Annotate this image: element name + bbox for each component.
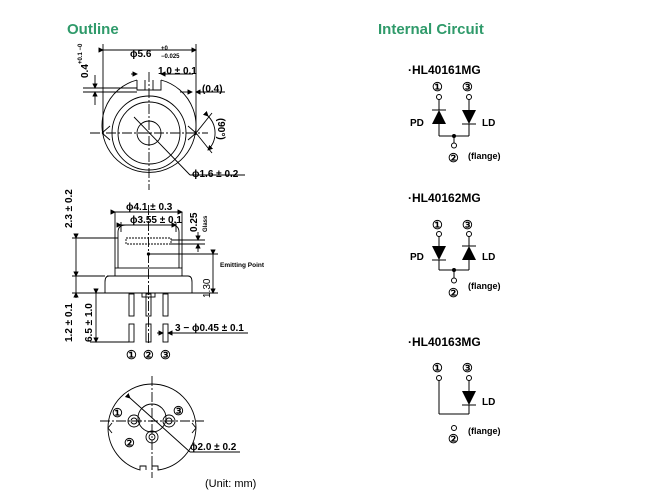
- model-name: ·HL40163MG: [408, 335, 481, 349]
- dim-pin-circle-dia: ϕ2.0 ± 0.2: [190, 442, 237, 453]
- side-view: [72, 205, 248, 345]
- dim-flange-thickness: 1.2 ± 0.1: [64, 303, 75, 342]
- pd-diode-icon: [432, 110, 446, 124]
- dim-cap-height: 2.3 ± 0.2: [64, 189, 75, 228]
- ld-diode-icon: [462, 246, 476, 260]
- unit-note: (Unit: mm): [205, 478, 257, 490]
- pin-1-label: ①: [432, 218, 443, 232]
- pd-label: PD: [410, 118, 424, 129]
- circuit-hl40161mg: ·HL40161MG ① ③ PD LD ② (flange): [408, 63, 501, 165]
- ld-diode-icon: [462, 391, 476, 405]
- dim-notch-depth-tol: +0.1 −0: [78, 43, 84, 64]
- pin-3-label: ③: [462, 80, 473, 94]
- ld-diode-icon: [462, 110, 476, 124]
- ld-label: LD: [482, 118, 495, 129]
- internal-circuit-heading: Internal Circuit: [378, 21, 484, 38]
- dim-flange-gap: (0.4): [202, 84, 223, 95]
- dim-cap-dia: ϕ4.1 ± 0.3: [126, 202, 173, 213]
- lead-1: [128, 293, 135, 317]
- flange-label: (flange): [468, 281, 501, 291]
- dim-outer-tol-upper: +0: [161, 46, 169, 52]
- pin-2-label: ②: [448, 286, 459, 300]
- pd-diode-icon: [432, 246, 446, 260]
- top-view: [83, 44, 245, 190]
- dim-angle: (90°): [215, 118, 226, 140]
- dim-lead-length: 6.5 ± 1.0: [84, 303, 95, 342]
- side-pin-label-3: ③: [160, 348, 171, 362]
- pin-2-label: ②: [448, 151, 459, 165]
- pin-1-label: ①: [432, 80, 443, 94]
- bottom-pin-label-3: ③: [173, 404, 184, 418]
- pin-2-label: ②: [448, 432, 459, 446]
- dim-glass-thickness: 0.25: [189, 212, 200, 232]
- lead-3: [162, 293, 169, 317]
- dim-lead-dia: 3 − ϕ0.45 ± 0.1: [175, 323, 244, 334]
- dim-window-dia: ϕ1.6 ± 0.2: [192, 169, 239, 180]
- dim-notch-width: 1.0 ± 0.1: [158, 66, 197, 77]
- bottom-view-labels: ① ② ③ ϕ2.0 ± 0.2: [112, 404, 237, 453]
- dim-window-dia-side: ϕ3.55 ± 0.1: [130, 215, 182, 226]
- bottom-pin-label-1: ①: [112, 406, 123, 420]
- pd-label: PD: [410, 252, 424, 263]
- flange-label: (flange): [468, 151, 501, 161]
- pin-1-label: ①: [432, 361, 443, 375]
- outline-heading: Outline: [67, 21, 119, 38]
- model-name: ·HL40162MG: [408, 191, 481, 205]
- side-pin-label-1: ①: [126, 348, 137, 362]
- dim-outer-dia: ϕ5.6: [130, 49, 152, 60]
- ld-label: LD: [482, 252, 495, 263]
- bottom-view: [100, 376, 240, 478]
- bottom-pin-label-2: ②: [124, 436, 135, 450]
- circuit-hl40162mg: ·HL40162MG ① ③ PD LD ② (flange): [408, 191, 501, 300]
- pin-3-label: ③: [462, 218, 473, 232]
- model-name: ·HL40161MG: [408, 63, 481, 77]
- dim-outer-tol-lower: −0.025: [161, 54, 180, 60]
- pin-3-label: ③: [462, 361, 473, 375]
- flange-label: (flange): [468, 426, 501, 436]
- dim-emitting-height: 1.30: [202, 278, 213, 298]
- ld-label: LD: [482, 397, 495, 408]
- circuit-hl40163mg: ·HL40163MG ① ③ LD ② (flange): [408, 335, 501, 446]
- bottom-pin-3: [162, 414, 176, 428]
- top-view-labels: ϕ5.6 +0 −0.025 1.0 ± 0.1 (0.4) 0.4 +0.1 …: [78, 43, 239, 180]
- side-pin-label-2: ②: [143, 348, 154, 362]
- dim-notch-depth: 0.4: [80, 64, 91, 78]
- side-view-labels: ϕ4.1 ± 0.3 ϕ3.55 ± 0.1 0.25 Glass Emitti…: [64, 189, 265, 362]
- label-emitting-point: Emitting Point: [220, 262, 265, 269]
- label-glass: Glass: [203, 215, 209, 232]
